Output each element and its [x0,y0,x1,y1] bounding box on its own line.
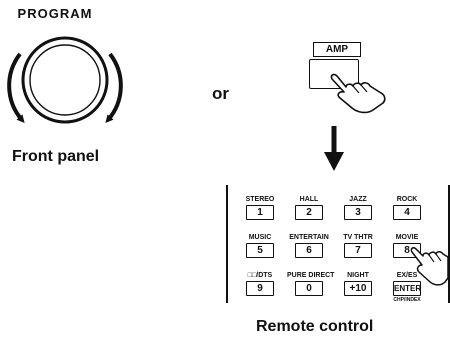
rotate-right-arrow-icon [105,52,123,124]
key-label: NIGHT [347,272,369,279]
remote-key-entertain[interactable]: ENTERTAIN 6 [287,233,331,258]
key-button[interactable]: 6 [295,243,323,258]
remote-key-stereo[interactable]: STEREO 1 [238,195,282,220]
key-button[interactable]: 7 [344,243,372,258]
key-label: MOVIE [395,234,419,241]
remote-edge-right [448,185,450,303]
knob-inner-ring [29,44,101,116]
key-button[interactable]: 0 [295,281,323,296]
key-button[interactable]: 9 [246,281,274,296]
remote-key-ex-es[interactable]: EX/ES ENTER CHP/INDEX [385,271,429,303]
remote-key-rock[interactable]: ROCK 4 [385,195,429,220]
key-label: HALL [299,196,319,203]
remote-key-hall[interactable]: HALL 2 [287,195,331,220]
front-panel-caption: Front panel [12,148,100,165]
key-button[interactable]: +10 [344,281,372,296]
key-button[interactable]: 1 [246,205,274,220]
pressing-hand-icon [410,247,449,286]
key-sub-label: CHP/INDEX [393,297,421,303]
remote-key-dts[interactable]: □□/DTS 9 [238,271,282,296]
key-label: STEREO [245,196,275,203]
remote-control-panel: STEREO 1 HALL 2 JAZZ 3 ROCK 4 MUSIC 5 EN… [226,185,450,305]
key-label: ROCK [396,196,418,203]
key-button[interactable]: 5 [246,243,274,258]
rotate-left-arrow-icon [7,52,25,124]
key-label: EX/ES [396,272,418,279]
program-label: PROGRAM [17,6,93,21]
remote-key-music[interactable]: MUSIC 5 [238,233,282,258]
key-button[interactable]: 2 [295,205,323,220]
down-arrow-icon [324,126,344,171]
program-knob[interactable] [0,24,130,142]
key-label: JAZZ [349,196,367,203]
key-button[interactable]: 3 [344,205,372,220]
key-label: TV THTR [343,234,373,241]
amp-key-label: AMP [313,42,361,57]
remote-control-caption: Remote control [256,318,374,335]
remote-key-tv-thtr[interactable]: TV THTR 7 [336,233,380,258]
pressing-hand-icon [330,73,386,114]
remote-key-night[interactable]: NIGHT +10 [336,271,380,296]
remote-key-pure-direct[interactable]: PURE DIRECT 0 [287,271,335,296]
enter-button[interactable]: ENTER [393,281,421,296]
remote-key-jazz[interactable]: JAZZ 3 [336,195,380,220]
key-label: MUSIC [248,234,272,241]
key-label: □□/DTS [247,272,273,279]
remote-edge-left [226,185,228,303]
key-label: ENTERTAIN [289,234,329,241]
key-label: PURE DIRECT [287,272,335,279]
or-label: or [212,84,229,103]
key-button[interactable]: 4 [393,205,421,220]
